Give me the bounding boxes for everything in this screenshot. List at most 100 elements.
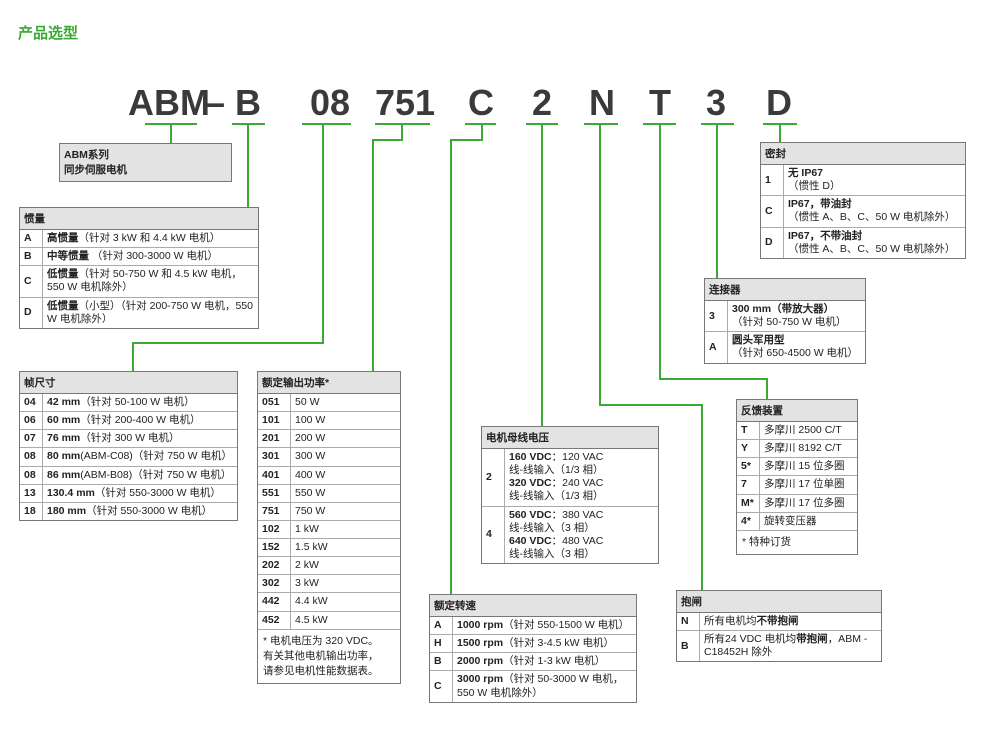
option-code: 13: [20, 483, 43, 503]
option-desc: 560 VDC：380 VAC 线-线输入（3 相） 640 VDC：480 V…: [504, 505, 658, 563]
option-code: B: [20, 247, 43, 266]
option-code: 4*: [737, 511, 760, 530]
option-code: 202: [258, 556, 291, 575]
option-code: 051: [258, 394, 291, 412]
option-code: 201: [258, 429, 291, 448]
option-code: C: [20, 265, 43, 297]
speed-header: 额定转速: [430, 595, 636, 617]
option-desc: 4.4 kW: [290, 592, 400, 611]
option-desc: 1000 rpm（针对 550-1500 W 电机）: [457, 619, 630, 631]
option-desc: 3 kW: [290, 574, 400, 593]
option-code: 4: [482, 505, 505, 563]
option-desc: 80 mm(ABM-C08)（针对 750 W 电机）: [42, 447, 237, 466]
option-code: 452: [258, 610, 291, 629]
option-code: 442: [258, 592, 291, 611]
option-desc: 2 kW: [290, 556, 400, 575]
option-desc: 42 mm（针对 50-100 W 电机）: [47, 396, 195, 408]
table-row: 04 42 mm（针对 50-100 W 电机）: [20, 394, 237, 412]
option-code: 07: [20, 429, 43, 448]
option-desc: 无 IP67（惯性 D）: [788, 167, 841, 193]
option-desc: 多摩川 17 位多圈: [759, 493, 857, 513]
code-brake: N: [589, 82, 615, 123]
code-frame: 08: [309, 82, 351, 123]
option-desc: 4.5 kW: [290, 610, 400, 629]
option-desc: 1.5 kW: [290, 537, 400, 557]
option-desc: 400 W: [290, 465, 400, 485]
option-code: B: [430, 652, 453, 671]
power-header: 额定输出功率*: [258, 372, 400, 394]
feedback-header: 反馈装置: [737, 400, 857, 422]
option-code: 102: [258, 519, 291, 539]
option-desc: 76 mm（针对 300 W 电机）: [42, 429, 237, 448]
table-row: 4 560 VDC：380 VAC 线-线输入（3 相） 640 VDC：480…: [482, 505, 658, 563]
option-code: 301: [258, 447, 291, 466]
option-code: D: [20, 296, 43, 328]
code-power: 751: [374, 82, 436, 123]
option-desc: 130.4 mm（针对 550-3000 W 电机）: [42, 483, 237, 503]
option-code: A: [430, 617, 453, 635]
option-desc: 所有电机均不带抱闸: [704, 615, 799, 627]
option-desc: 旋转变压器: [759, 511, 857, 530]
option-code: 5*: [737, 457, 760, 476]
option-code: 152: [258, 537, 291, 557]
code-speed: C: [468, 82, 494, 123]
series-name: ABM系列: [64, 149, 109, 161]
option-code: 04: [20, 394, 43, 412]
code-dash: –: [204, 82, 226, 123]
option-code: C: [761, 195, 784, 227]
table-row: 2 160 VDC：120 VAC 线-线输入（1/3 相） 320 VDC：2…: [482, 449, 658, 506]
code-bus: 2: [531, 82, 553, 123]
option-desc: 多摩川 8192 C/T: [759, 439, 857, 458]
brake-header: 抱闸: [677, 591, 881, 613]
option-desc: 750 W: [290, 501, 400, 521]
option-desc: 多摩川 17 位单圈: [759, 475, 857, 494]
option-code: N: [677, 613, 700, 631]
option-desc: 圆头军用型（针对 650-4500 W 电机）: [727, 331, 865, 363]
option-code: 7: [737, 475, 760, 494]
option-desc: 3000 rpm（针对 50-3000 W 电机，550 W 电机除外）: [452, 670, 636, 702]
option-code: H: [430, 634, 453, 653]
option-code: 401: [258, 465, 291, 485]
code-connector: 3: [705, 82, 727, 123]
option-code: Y: [737, 439, 760, 458]
option-code: 08: [20, 465, 43, 485]
option-desc: 低惯量（小型）（针对 200-750 W 电机，550 W 电机除外）: [42, 296, 258, 328]
option-code: 2: [482, 449, 505, 506]
series-box: ABM系列 同步伺服电机: [59, 143, 232, 183]
option-desc: IP67，不带油封（惯性 A、B、C、50 W 电机除外）: [783, 226, 965, 258]
table-row: M*多摩川 17 位多圈: [737, 493, 857, 513]
table-row: 5*多摩川 15 位多圈: [737, 457, 857, 476]
connector-header: 连接器: [705, 279, 865, 301]
option-code: 3: [705, 301, 728, 332]
option-desc: 中等惯量 （针对 300-3000 W 电机）: [42, 247, 258, 266]
